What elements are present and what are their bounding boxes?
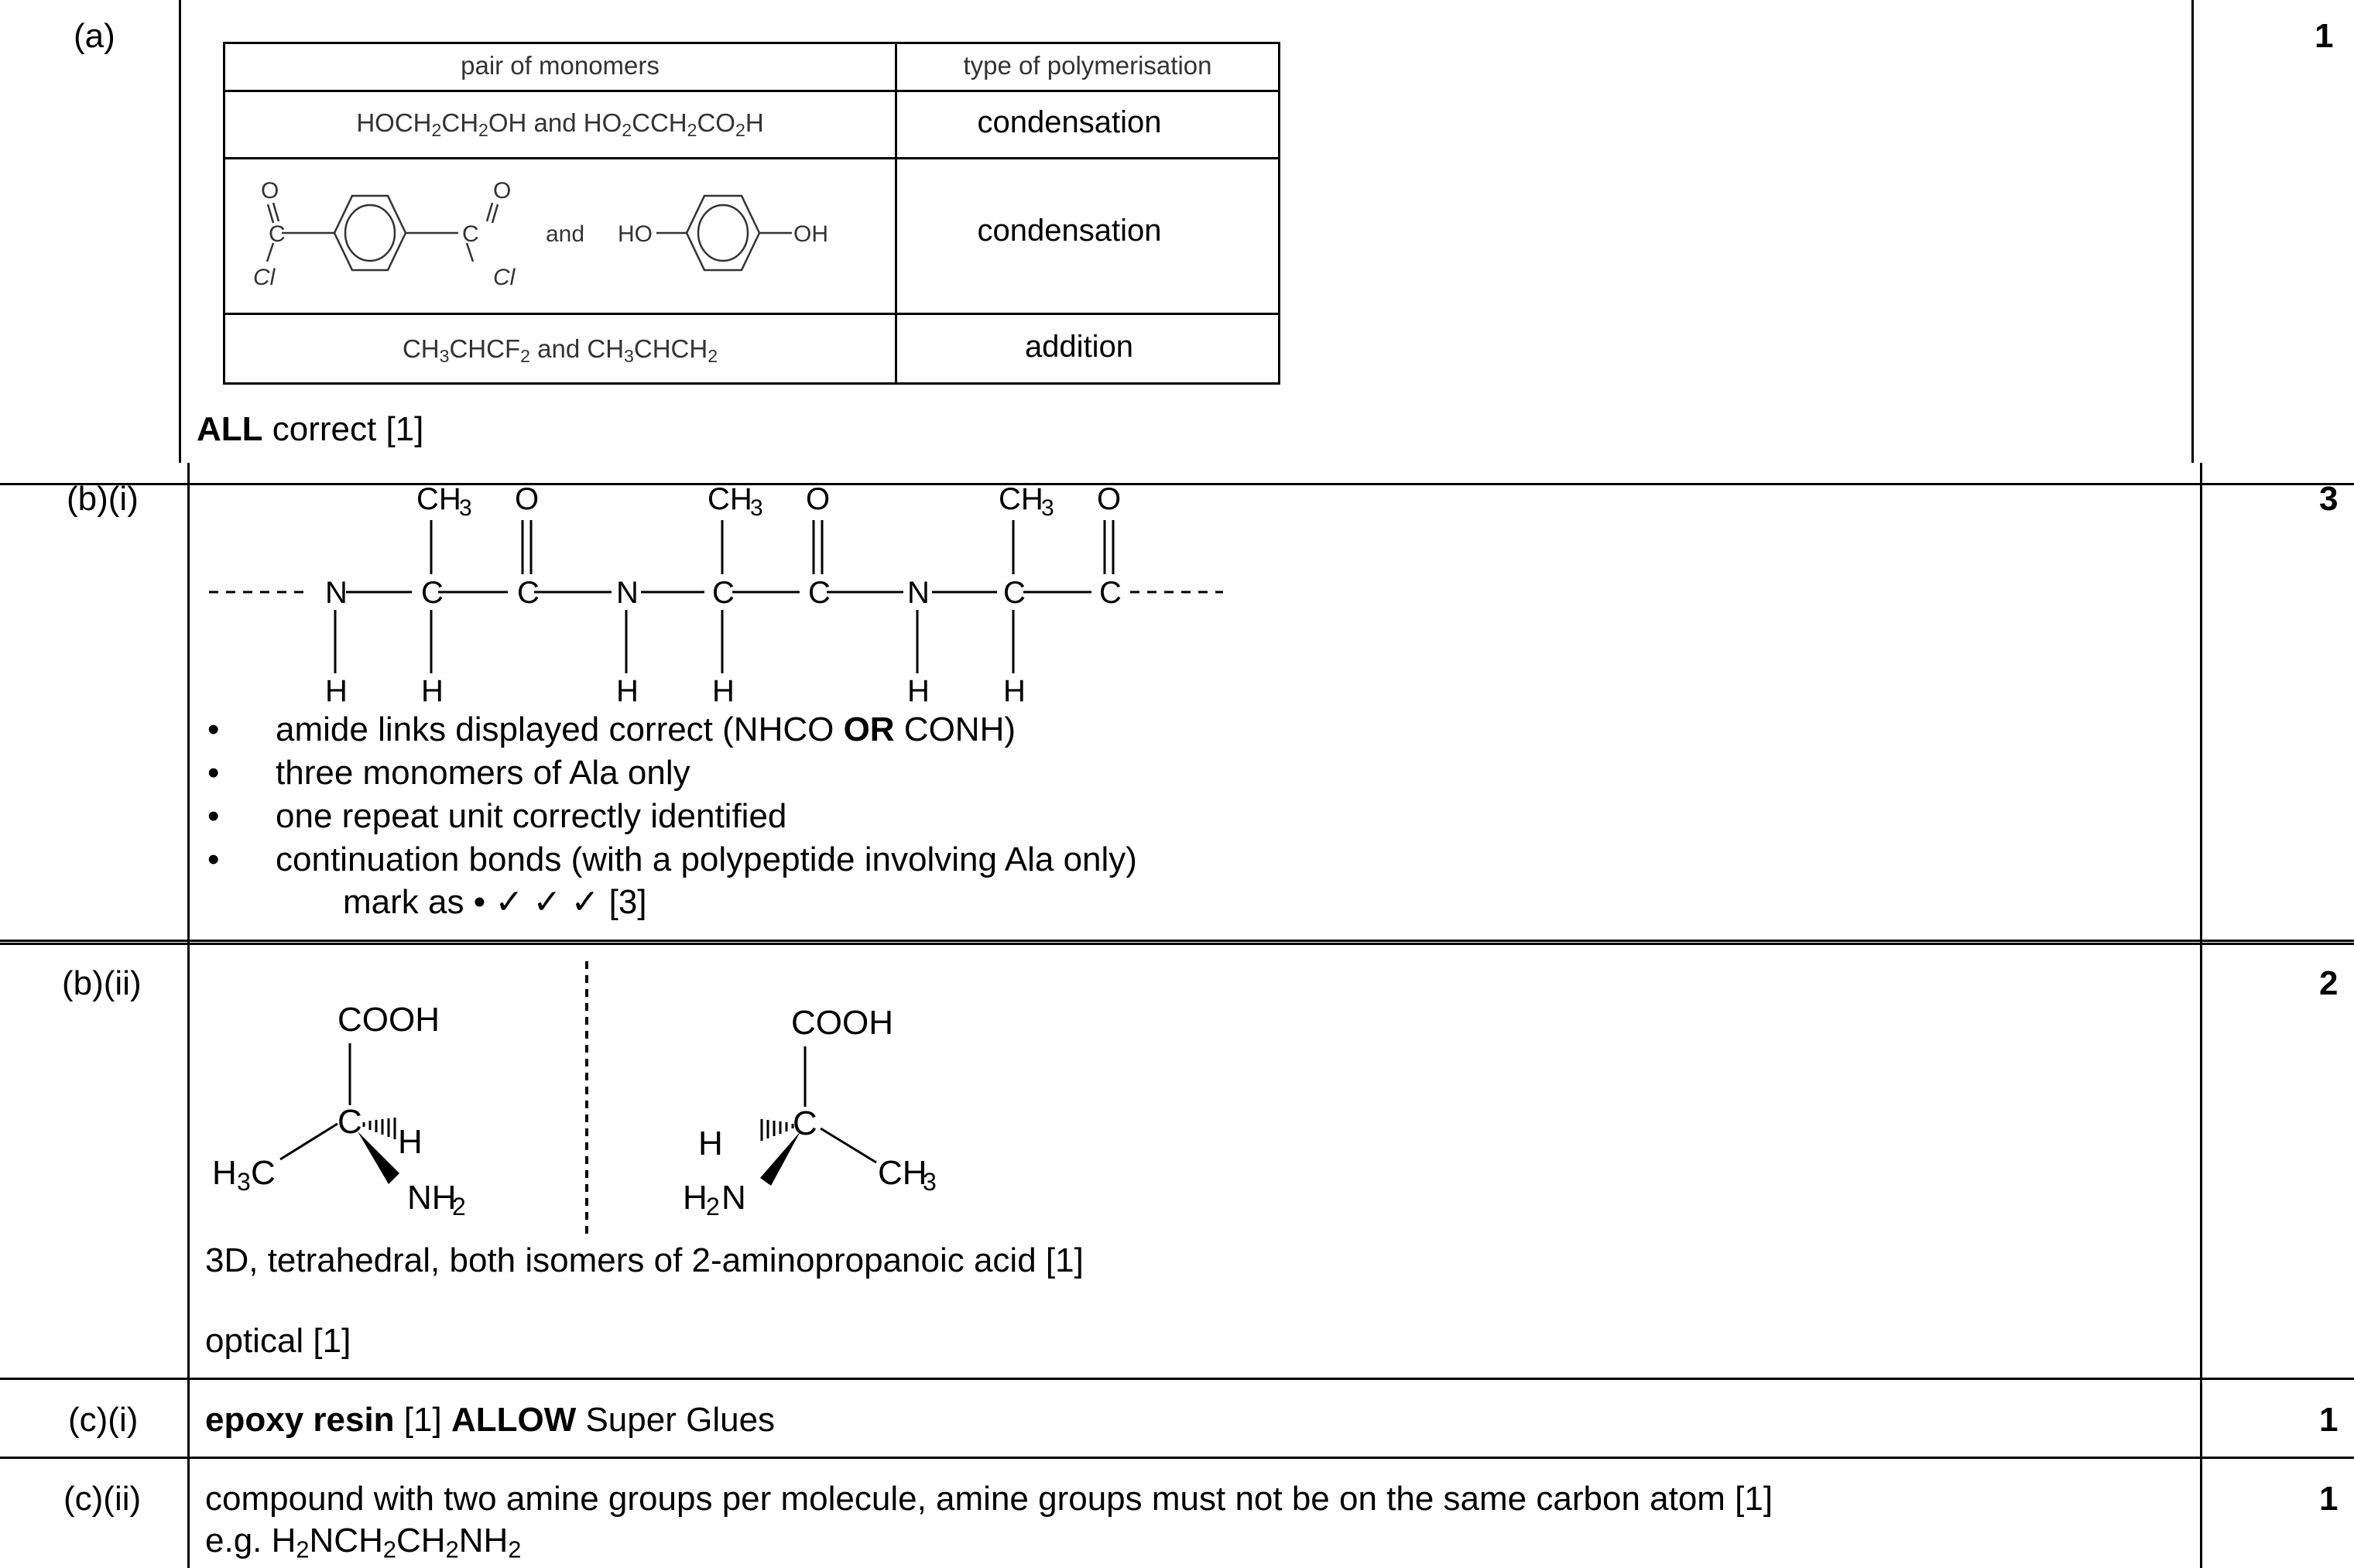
polypeptide-structure: CH3 O CH3 O CH3 O N C C N C C N C C H H …	[209, 482, 1223, 708]
row-divider-bi-bottom	[0, 940, 2354, 942]
svg-text:3: 3	[237, 1168, 251, 1196]
table-row3-monomers: CH3CHCF2 and CH3CHCH2	[402, 334, 718, 366]
svg-text:HO: HO	[618, 221, 653, 247]
question-label-a: (a)	[74, 17, 115, 55]
svg-text:3: 3	[923, 1168, 937, 1196]
svg-text:C: C	[1003, 576, 1026, 610]
o-atom: O	[261, 178, 279, 204]
svg-text:O: O	[515, 482, 539, 516]
col-divider-right-a	[2191, 0, 2194, 463]
svg-text:CH: CH	[999, 482, 1043, 516]
svg-text:H: H	[1003, 674, 1026, 708]
col-divider-left-a	[179, 0, 181, 463]
marks-a: 1	[2315, 17, 2334, 55]
table-row1-type: condensation	[977, 105, 1162, 139]
bullet-item: one repeat unit correctly identified	[207, 797, 1137, 840]
svg-text:H: H	[398, 1123, 423, 1161]
question-label-bii: (b)(ii)	[62, 964, 142, 1002]
svg-text:NH: NH	[407, 1179, 457, 1217]
svg-text:C: C	[251, 1154, 276, 1192]
svg-text:OH: OH	[793, 221, 828, 247]
svg-text:CH: CH	[708, 482, 752, 516]
bullet-item: three monomers of Ala only	[207, 754, 1137, 797]
svg-text:C: C	[462, 221, 479, 247]
svg-text:3: 3	[1041, 495, 1054, 521]
bullet-item: continuation bonds (with a polypeptide i…	[207, 840, 1137, 884]
svg-text:H: H	[212, 1154, 237, 1192]
bullet-item: amide links displayed correct (NHCO OR C…	[207, 710, 1137, 754]
answer-cii-example: e.g. H2NCH2CH2NH2	[205, 1522, 522, 1563]
answer-cii-line1: compound with two amine groups per molec…	[205, 1480, 1773, 1518]
svg-text:O: O	[806, 482, 830, 516]
table-header-type: type of polymerisation	[963, 51, 1212, 80]
isomer-answer-line: 3D, tetrahedral, both isomers of 2-amino…	[205, 1241, 1084, 1279]
svg-text:3: 3	[750, 495, 763, 521]
svg-text:COOH: COOH	[791, 1004, 893, 1042]
svg-text:C: C	[421, 576, 444, 610]
svg-text:H: H	[698, 1125, 723, 1162]
svg-text:CH: CH	[416, 482, 461, 516]
svg-text:and: and	[546, 221, 584, 247]
row-divider-bii-ci	[0, 1378, 2354, 1380]
svg-text:N: N	[721, 1179, 746, 1217]
svg-text:C: C	[793, 1104, 817, 1142]
svg-text:H: H	[683, 1179, 708, 1217]
svg-text:3: 3	[459, 495, 472, 521]
marking-bullets-bi: amide links displayed correct (NHCO OR C…	[207, 710, 1137, 884]
svg-text:C: C	[269, 221, 286, 247]
svg-text:N: N	[616, 576, 639, 610]
svg-text:2: 2	[706, 1193, 720, 1221]
svg-text:N: N	[907, 576, 930, 610]
mark-as-note: mark as • ✓ ✓ ✓ [3]	[343, 883, 647, 921]
svg-text:Cl: Cl	[493, 265, 516, 290]
svg-text:2: 2	[452, 1193, 466, 1221]
col-divider-left	[187, 463, 190, 1568]
question-label-bi: (b)(i)	[67, 480, 139, 518]
answer-ci: epoxy resin [1] ALLOW Super Glues	[205, 1401, 776, 1439]
question-label-cii: (c)(ii)	[63, 1480, 142, 1518]
svg-text:C: C	[1099, 576, 1122, 610]
table-row2-structures: O C Cl O C Cl and HO OH	[253, 178, 828, 290]
svg-text:H: H	[325, 674, 348, 708]
svg-text:O: O	[493, 178, 511, 204]
row-divider-bi-bii	[0, 483, 2354, 485]
row-divider-ci-cii	[0, 1457, 2354, 1459]
table-row3-type: addition	[1024, 330, 1134, 364]
svg-text:H: H	[712, 674, 735, 708]
optical-answer-line: optical [1]	[205, 1322, 351, 1360]
marks-bi: 3	[2319, 480, 2339, 518]
svg-text:H: H	[616, 674, 639, 708]
svg-text:N: N	[325, 576, 348, 610]
svg-text:C: C	[808, 576, 831, 610]
svg-text:C: C	[517, 576, 540, 610]
svg-text:COOH: COOH	[338, 1001, 440, 1039]
svg-text:CH: CH	[878, 1154, 927, 1192]
svg-text:O: O	[1097, 482, 1121, 516]
row-divider-bii-top	[0, 943, 2354, 945]
table-row1-monomers: HOCH2CH2OH and HO2CCH2CO2H	[356, 108, 764, 140]
col-divider-right	[2200, 463, 2202, 1568]
svg-text:H: H	[907, 674, 930, 708]
svg-text:C: C	[338, 1103, 362, 1141]
svg-text:C: C	[712, 576, 735, 610]
note-a: ALL correct [1]	[197, 410, 424, 448]
marks-bii: 2	[2319, 964, 2339, 1002]
svg-text:Cl: Cl	[253, 265, 276, 290]
svg-text:H: H	[421, 674, 444, 708]
table-header-monomers: pair of monomers	[461, 51, 660, 80]
question-label-ci: (c)(i)	[68, 1401, 139, 1439]
table-row2-type: condensation	[977, 214, 1162, 248]
marks-cii: 1	[2319, 1480, 2339, 1518]
marks-ci: 1	[2319, 1401, 2339, 1439]
